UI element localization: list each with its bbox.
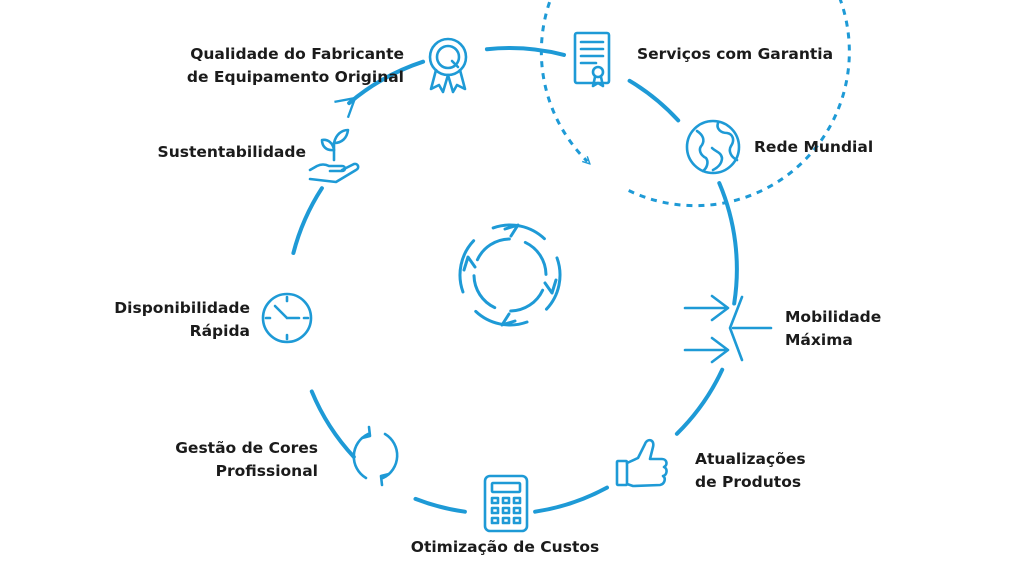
label-product-updates: Atualizações de Produtos bbox=[695, 448, 806, 494]
label-line: Atualizações bbox=[695, 450, 806, 468]
label-line: de Equipamento Original bbox=[186, 68, 404, 86]
quality-badge-icon bbox=[428, 37, 468, 94]
calculator-icon bbox=[483, 474, 529, 533]
outer-ring-arc bbox=[334, 59, 426, 119]
label-line: de Produtos bbox=[695, 473, 802, 491]
converging-arrows-icon bbox=[683, 294, 773, 364]
label-line: Otimização de Custos bbox=[410, 538, 600, 556]
certificate-icon bbox=[573, 31, 611, 88]
outer-ring bbox=[291, 46, 739, 514]
label-sustainability: Sustentabilidade bbox=[158, 141, 306, 164]
outer-ring-arc bbox=[674, 367, 725, 436]
refresh-arrows-icon bbox=[352, 425, 399, 487]
label-global-network: Rede Mundial bbox=[754, 136, 873, 159]
label-warranty-services: Serviços com Garantia bbox=[637, 43, 833, 66]
outer-ring-arc bbox=[413, 496, 467, 514]
label-line: Mobilidade bbox=[785, 308, 882, 326]
outer-ring-arc bbox=[717, 181, 739, 306]
label-line: Disponibilidade bbox=[114, 299, 250, 317]
outer-ring-arc bbox=[533, 485, 609, 514]
label-line: Qualidade do Fabricante bbox=[190, 45, 404, 63]
label-oem-quality: Qualidade do Fabricante de Equipamento O… bbox=[187, 43, 404, 89]
label-line: Serviços com Garantia bbox=[637, 45, 834, 63]
label-cost-optimization: Otimização de Custos bbox=[405, 536, 605, 559]
thumbs-up-icon bbox=[615, 438, 668, 488]
label-line: Máxima bbox=[785, 331, 853, 349]
label-color-management: Gestão de Cores Profissional bbox=[175, 437, 318, 483]
plant-in-hand-icon bbox=[308, 128, 360, 184]
outer-ring-arc bbox=[627, 78, 681, 123]
label-fast-availability: Disponibilidade Rápida bbox=[114, 297, 250, 343]
label-line: Gestão de Cores bbox=[175, 439, 318, 457]
label-max-mobility: Mobilidade Máxima bbox=[785, 306, 881, 352]
inner-dashed-ring bbox=[539, 0, 851, 208]
clock-icon bbox=[261, 292, 313, 344]
circular-refresh-arrows-icon bbox=[458, 223, 562, 327]
outer-ring-arc bbox=[309, 389, 356, 459]
label-line: Rápida bbox=[189, 322, 250, 340]
label-line: Profissional bbox=[215, 462, 318, 480]
label-line: Sustentabilidade bbox=[157, 143, 306, 161]
outer-ring-arc bbox=[484, 46, 566, 57]
label-line: Rede Mundial bbox=[754, 138, 874, 156]
outer-ring-arc bbox=[291, 186, 324, 255]
globe-icon bbox=[685, 119, 741, 175]
